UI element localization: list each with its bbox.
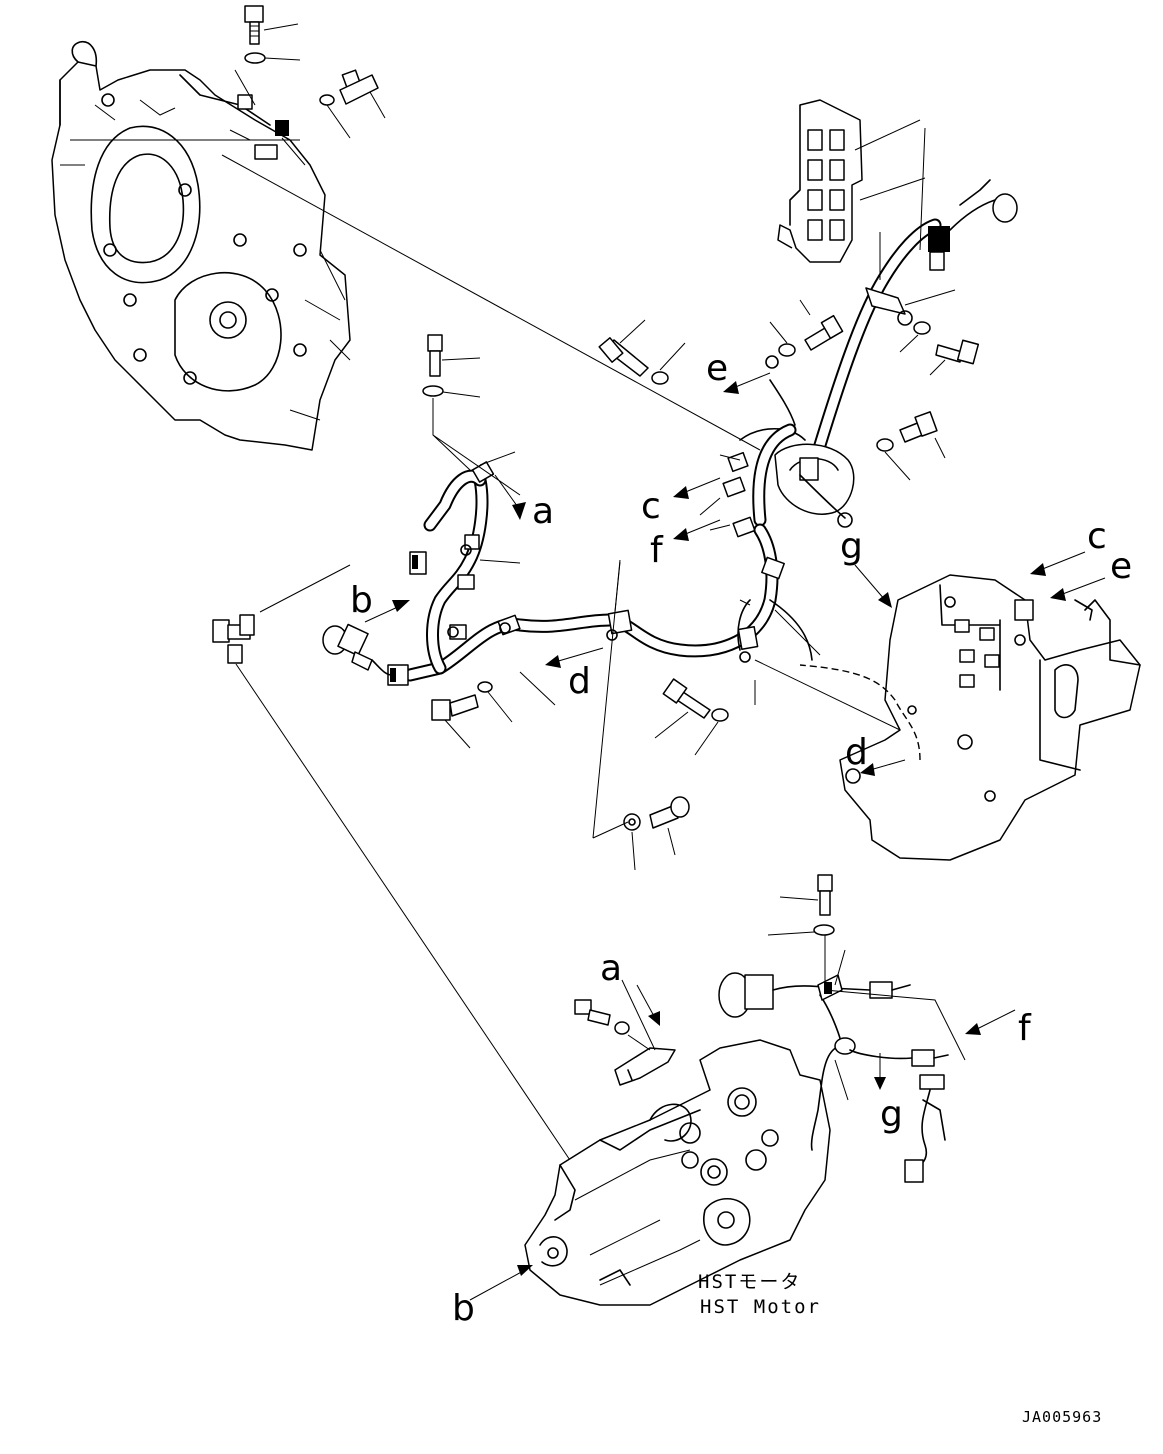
callout-label: c — [1087, 516, 1107, 557]
main-harness — [387, 451, 821, 705]
left-sensor — [212, 564, 581, 1176]
callout-label: f — [1018, 1008, 1032, 1049]
case-bolt-group — [234, 5, 386, 166]
valve-plate — [754, 574, 1141, 861]
hst-motor-label-en: HST Motor — [700, 1296, 821, 1318]
callout-labels: a b c e f d g c e d a f g b — [350, 348, 1132, 1329]
drawing-code: JA005963 — [1022, 1408, 1102, 1426]
callout-label: g — [840, 526, 863, 567]
callout-label: a — [532, 491, 554, 532]
callout-label: g — [880, 1094, 903, 1135]
connector-cluster — [699, 355, 855, 538]
upper-harness-branch — [813, 127, 1018, 452]
harness-bolts-upper — [598, 299, 980, 481]
harness-bolts-lower — [422, 334, 729, 871]
callout-label: f — [650, 530, 664, 571]
callout-label: a — [600, 948, 622, 989]
callout-label: e — [706, 348, 728, 389]
callout-label: d — [568, 661, 591, 702]
relay-block — [777, 99, 926, 263]
leader-case-to-block — [221, 154, 761, 451]
callout-label: d — [845, 732, 868, 773]
callout-label: c — [641, 486, 661, 527]
callout-label: b — [350, 580, 373, 621]
callout-label: b — [452, 1288, 475, 1329]
callout-label: e — [1110, 546, 1132, 587]
callout-arrows — [364, 372, 1106, 1301]
hst-motor — [524, 979, 831, 1306]
transmission-case — [51, 41, 351, 451]
hst-motor-label-jp: HSTモータ — [698, 1271, 801, 1293]
hst-motor-wiring — [718, 874, 966, 1183]
